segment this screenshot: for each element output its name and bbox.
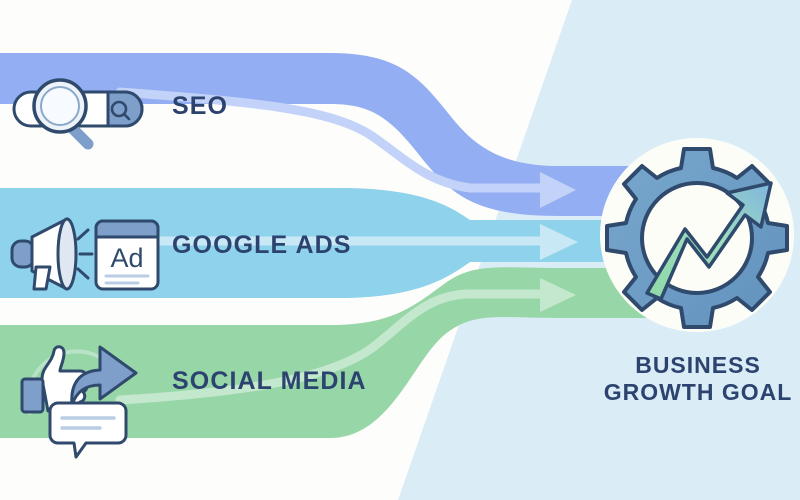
megaphone-sound-waves [76, 228, 94, 280]
goal-caption: BUSINESS GROWTH GOAL [592, 352, 800, 406]
growth-trend-arrow [645, 181, 773, 301]
search-bar-magnifier-icon [12, 78, 144, 150]
megaphone-mouth [56, 217, 78, 291]
channel-label-social-media: SOCIAL MEDIA [172, 367, 367, 395]
goal-caption-line-1: BUSINESS [635, 352, 761, 378]
thumbs-up-cuff [20, 377, 45, 414]
gear-growth-arrow-icon [605, 147, 789, 329]
channel-label-seo: SEO [172, 92, 229, 120]
goal-caption-line-2: GROWTH GOAL [603, 379, 793, 405]
ad-card-text-lines [104, 274, 150, 285]
thumbs-up-share-comment-icon [20, 345, 138, 459]
magnifier-lens-inner [40, 86, 80, 126]
flow-arrow-google-ads [115, 224, 578, 260]
channel-label-google-ads: GOOGLE ADS [172, 231, 352, 259]
search-button-handle [122, 112, 131, 121]
ad-card-titlebar [94, 219, 160, 239]
flow-arrow-seo [115, 87, 576, 208]
comment-bubble-lines [60, 416, 116, 430]
search-button-glass [110, 100, 128, 118]
ad-card-label: Ad [110, 243, 143, 273]
megaphone-handle [32, 265, 52, 291]
flow-arrow-social-media [115, 278, 576, 405]
megaphone-ad-card-icon: Ad [10, 217, 160, 291]
